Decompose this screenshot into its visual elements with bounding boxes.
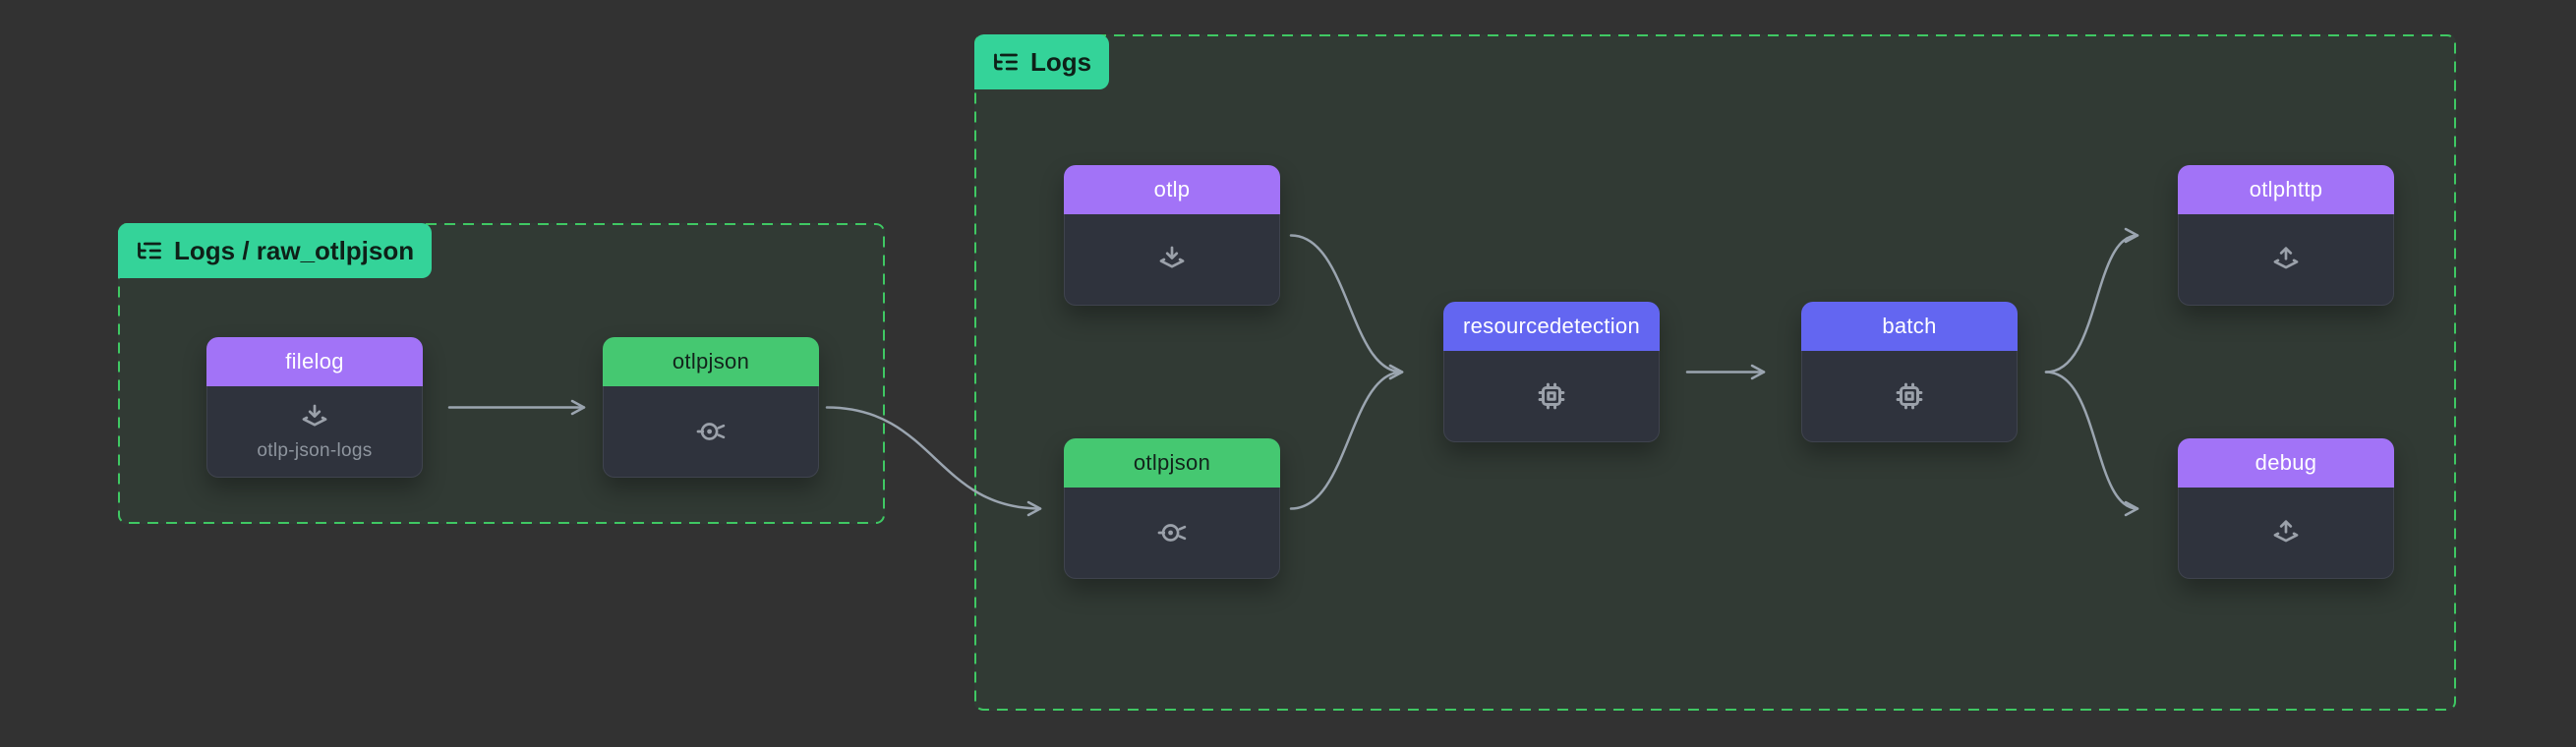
node-otlp[interactable]: otlp xyxy=(1064,165,1280,306)
node-title: otlphttp xyxy=(2178,165,2394,214)
node-otlpjson-raw[interactable]: otlpjson xyxy=(603,337,819,478)
node-subtitle: otlp-json-logs xyxy=(257,440,373,461)
node-otlphttp[interactable]: otlphttp xyxy=(2178,165,2394,306)
node-batch[interactable]: batch xyxy=(1801,302,2018,442)
group-badge-label: Logs xyxy=(1030,46,1092,77)
node-title: filelog xyxy=(206,337,423,386)
node-otlpjson-logs[interactable]: otlpjson xyxy=(1064,438,1280,579)
node-title: otlp xyxy=(1064,165,1280,214)
node-title: otlpjson xyxy=(603,337,819,386)
list-tree-icon xyxy=(138,242,161,259)
exporter-icon xyxy=(2273,520,2299,543)
node-title: batch xyxy=(1801,302,2018,351)
node-filelog[interactable]: filelog otlp-json-logs xyxy=(206,337,423,478)
receiver-icon xyxy=(1159,246,1185,268)
receiver-icon xyxy=(302,404,327,427)
cpu-icon xyxy=(1896,382,1923,410)
node-debug[interactable]: debug xyxy=(2178,438,2394,579)
exporter-icon xyxy=(2273,247,2299,269)
connector-icon xyxy=(1157,524,1187,542)
node-title: resourcedetection xyxy=(1443,302,1660,351)
connector-icon xyxy=(696,423,726,440)
list-tree-icon xyxy=(994,53,1018,71)
group-badge-raw-otlpjson: Logs / raw_otlpjson xyxy=(118,223,433,278)
pipeline-group-logs xyxy=(974,34,2456,711)
node-title: debug xyxy=(2178,438,2394,488)
node-title: otlpjson xyxy=(1064,438,1280,488)
node-resourcedetection[interactable]: resourcedetection xyxy=(1443,302,1660,442)
cpu-icon xyxy=(1538,382,1565,410)
group-badge-label: Logs / raw_otlpjson xyxy=(174,235,415,265)
group-badge-logs: Logs xyxy=(974,34,1110,89)
